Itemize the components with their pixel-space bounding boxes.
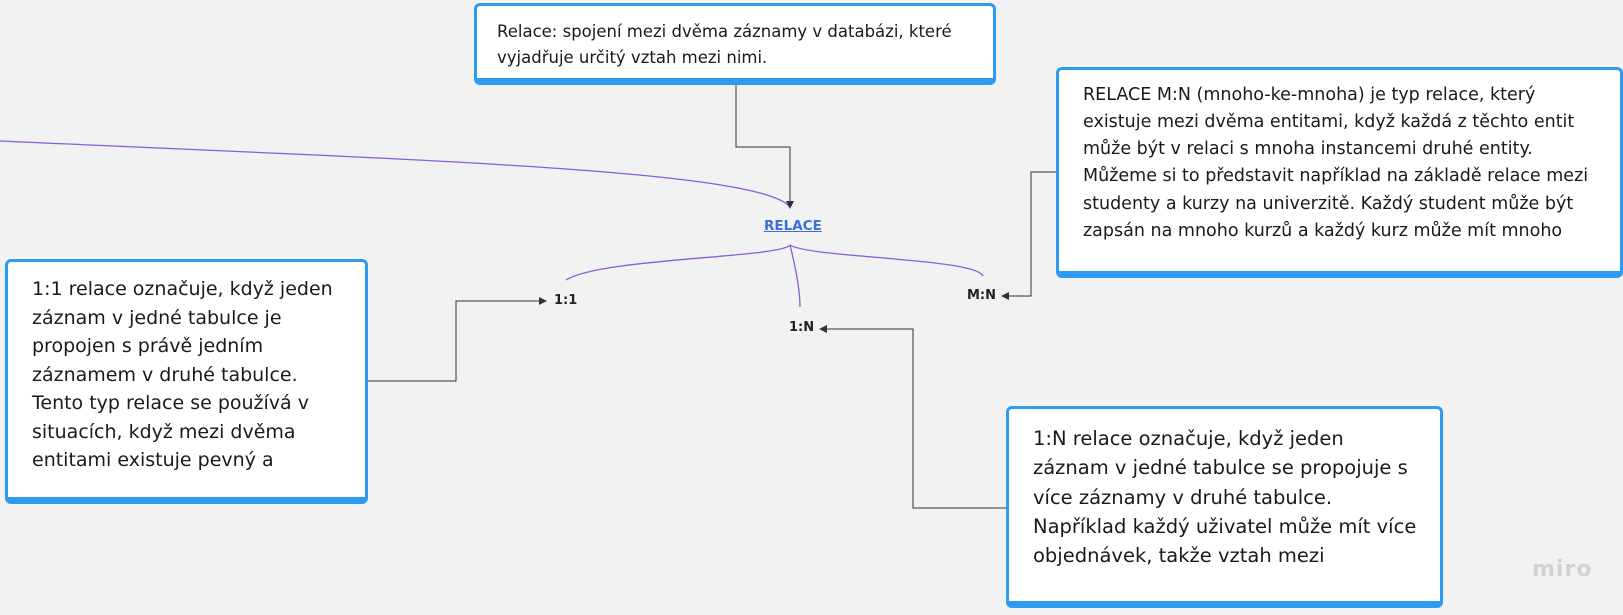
one-to-many-node[interactable]: 1:N	[789, 320, 815, 335]
connector-1n-card-to-node	[819, 325, 1006, 509]
many-to-many-card[interactable]: RELACE M:N (mnoho-ke-mnoha) je typ relac…	[1056, 67, 1623, 278]
branch-line-incoming	[0, 140, 791, 208]
connector-11-card-to-node	[368, 297, 547, 382]
one-to-many-card-text: 1:N relace označuje, když jeden záznam v…	[1033, 427, 1417, 567]
branch-line-1-1	[565, 244, 791, 281]
branch-line-m-n	[789, 244, 984, 277]
many-to-many-card-text: RELACE M:N (mnoho-ke-mnoha) je typ relac…	[1083, 85, 1589, 241]
one-to-one-node[interactable]: 1:1	[554, 293, 578, 308]
definition-card-text: Relace: spojení mezi dvěma záznamy v dat…	[497, 22, 952, 67]
connector-mn-card-to-node	[1001, 171, 1056, 300]
branch-line-1-n	[789, 244, 801, 308]
connector-definition-to-relace	[735, 85, 794, 209]
miro-logo: miro	[1532, 557, 1593, 582]
one-to-many-card[interactable]: 1:N relace označuje, když jeden záznam v…	[1006, 406, 1443, 608]
many-to-many-node[interactable]: M:N	[967, 288, 997, 303]
one-to-one-card[interactable]: 1:1 relace označuje, když jeden záznam v…	[5, 259, 368, 504]
relace-root-node[interactable]: RELACE	[764, 218, 822, 234]
one-to-one-card-text: 1:1 relace označuje, když jeden záznam v…	[32, 278, 333, 471]
definition-card[interactable]: Relace: spojení mezi dvěma záznamy v dat…	[474, 3, 996, 85]
